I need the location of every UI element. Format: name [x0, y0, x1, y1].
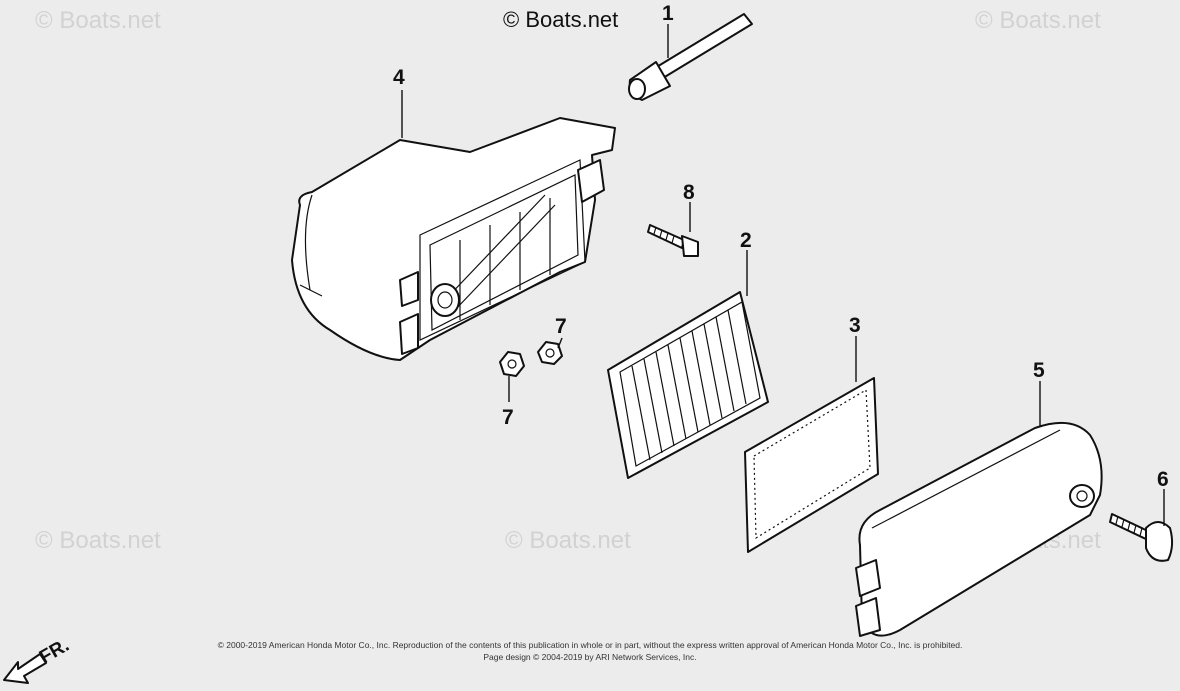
part-8-bolt[interactable]	[647, 224, 699, 257]
part-4-air-cleaner-case[interactable]	[291, 117, 616, 361]
watermark-top-right: © Boats.net	[975, 7, 1101, 34]
part-7-nut-right[interactable]	[537, 341, 563, 365]
top-copyright: © Boats.net	[503, 7, 618, 32]
watermark-top-left: © Boats.net	[35, 7, 161, 34]
callout-7-left: 7	[502, 406, 514, 429]
fine-print-copyright: © 2000-2019 American Honda Motor Co., In…	[218, 640, 963, 650]
part-5-cover[interactable]	[855, 421, 1103, 637]
front-arrow-icon	[3, 653, 47, 684]
part-2-filter-element[interactable]	[607, 291, 769, 479]
callout-4: 4	[393, 66, 405, 89]
callout-2: 2	[740, 229, 752, 252]
part-1-tube[interactable]	[628, 13, 753, 101]
callout-8: 8	[683, 181, 695, 204]
callout-6: 6	[1157, 468, 1169, 491]
watermark-bottom-left: © Boats.net	[35, 527, 161, 554]
front-direction-indicator: FR.	[3, 635, 73, 684]
fine-print-page-design: Page design © 2004-2019 by ARI Network S…	[483, 652, 696, 662]
callout-5: 5	[1033, 359, 1045, 382]
callout-1: 1	[662, 2, 674, 25]
callout-3: 3	[849, 314, 861, 337]
part-3-foam-filter[interactable]	[744, 377, 879, 553]
callout-7-right: 7	[555, 315, 567, 338]
part-7-nut-left[interactable]	[499, 351, 525, 377]
leader-7-right	[557, 337, 563, 349]
part-6-wing-screw[interactable]	[1109, 513, 1174, 562]
watermark-bottom-center: © Boats.net	[505, 527, 631, 554]
